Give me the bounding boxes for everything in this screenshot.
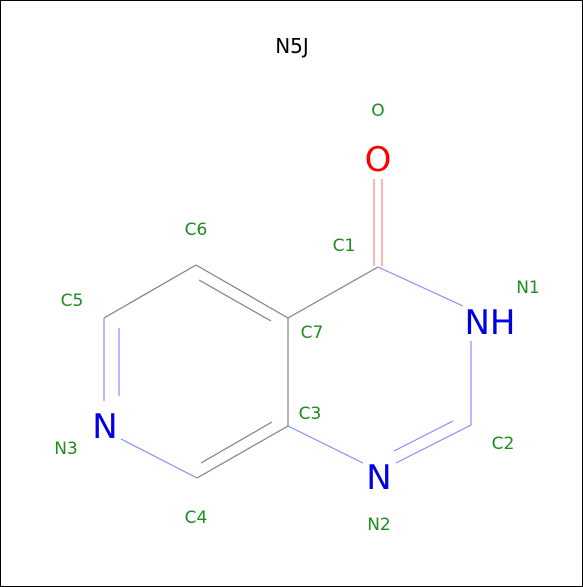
element-o: O [365, 140, 392, 180]
atom-label-c4: C4 [185, 508, 208, 528]
bonds [103, 179, 472, 479]
atom-label-n2: N2 [367, 515, 391, 535]
bond-n2-c3 [287, 425, 364, 464]
atom-label-c7: C7 [301, 323, 324, 343]
atom-label-c3: C3 [299, 404, 322, 424]
bond-c2-n2-double [393, 420, 454, 452]
bond-c7-c6-double [198, 279, 272, 322]
atom-label-o: O [371, 101, 384, 121]
bond-c7-c1 [287, 266, 379, 319]
bond-c6-c5 [103, 264, 197, 319]
atom-label-c6: C6 [185, 220, 208, 240]
bond-c4-c3 [196, 425, 289, 479]
atom-label-n3: N3 [54, 439, 78, 459]
atom-label-c5: C5 [61, 291, 84, 311]
bond-n3-c4 [120, 438, 198, 479]
atom-label-n1: N1 [516, 278, 540, 298]
element-symbols: O NH N N [92, 140, 515, 498]
atom-labels: O C1 N1 C2 N2 C3 C4 N3 C5 C6 C7 [54, 101, 540, 535]
element-n3: N [92, 407, 117, 447]
atom-label-c2: C2 [492, 434, 515, 454]
bond-c7-c6 [195, 264, 289, 319]
bond-c2-n2 [395, 424, 472, 464]
atom-label-c1: C1 [333, 236, 356, 256]
bond-c4-c3-double [200, 421, 273, 464]
bond-c1-n1 [377, 266, 464, 307]
molecule-title: N5J [275, 34, 309, 58]
element-n2: N [366, 458, 391, 498]
element-n1: NH [465, 303, 516, 343]
